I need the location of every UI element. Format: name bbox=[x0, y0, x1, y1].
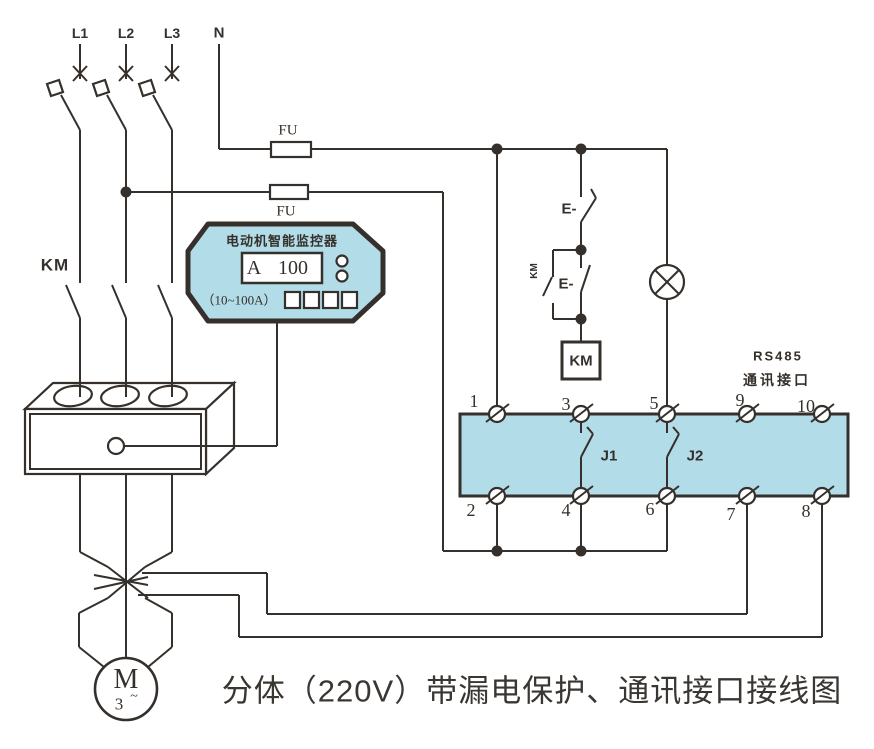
ct-output-port bbox=[106, 436, 126, 456]
label-j1: J1 bbox=[600, 447, 618, 465]
led-indicator bbox=[335, 269, 349, 283]
monitor-panel bbox=[185, 221, 386, 324]
current-transformer-box bbox=[22, 380, 237, 477]
km-aux-contact-symbol bbox=[542, 249, 581, 320]
motor-symbol bbox=[93, 656, 159, 722]
knife-switch-l1 bbox=[45, 78, 65, 98]
knife-switch-l3 bbox=[137, 78, 157, 98]
label-l3: L3 bbox=[163, 25, 181, 41]
km-main-contacts bbox=[65, 284, 173, 397]
led-indicator bbox=[335, 254, 349, 268]
terminal-number-7: 7 bbox=[726, 504, 736, 524]
start-button-symbol bbox=[580, 264, 591, 342]
terminal-6 bbox=[655, 485, 680, 506]
monitor-button bbox=[302, 290, 321, 310]
terminal-block bbox=[458, 403, 850, 506]
terminal-number-1: 1 bbox=[469, 391, 479, 411]
label-start-button: E- bbox=[558, 275, 574, 293]
terminal-number-8: 8 bbox=[801, 501, 811, 521]
terminal-number-3: 3 bbox=[561, 394, 571, 414]
label-km-main: KM bbox=[40, 255, 70, 275]
ct-hole bbox=[53, 384, 93, 408]
ct-hole bbox=[100, 384, 140, 408]
motor-phase-digit: 3 bbox=[114, 694, 124, 714]
ct-hole bbox=[148, 384, 188, 408]
supply-line-l3 bbox=[137, 44, 180, 283]
stop-button-symbol bbox=[580, 149, 597, 268]
label-n: N bbox=[213, 24, 225, 42]
monitor-range: （10~100A） bbox=[201, 292, 277, 308]
terminal-number-6: 6 bbox=[645, 499, 655, 519]
label-km-aux: KM bbox=[529, 263, 540, 279]
supply-line-l2 bbox=[91, 44, 134, 283]
terminal-number-10: 10 bbox=[797, 396, 815, 416]
terminal-5 bbox=[655, 403, 680, 424]
label-comm-port: 通讯接口 bbox=[743, 372, 811, 388]
motor-phase-wave: ~ bbox=[130, 689, 138, 704]
motor-letter: M bbox=[113, 664, 139, 695]
label-rs485: RS485 bbox=[753, 348, 803, 364]
monitor-display-value: 100 bbox=[278, 257, 308, 279]
terminal-7 bbox=[735, 485, 760, 506]
terminal-1 bbox=[485, 403, 510, 424]
relay-j2-contact bbox=[666, 414, 680, 496]
cable-twist bbox=[78, 474, 173, 668]
label-l2: L2 bbox=[117, 25, 135, 41]
terminal-number-5: 5 bbox=[649, 393, 659, 413]
supply-line-l1 bbox=[45, 44, 88, 283]
indicator-lamp-symbol bbox=[648, 263, 686, 301]
monitor-button bbox=[340, 290, 359, 310]
terminal-4 bbox=[569, 485, 594, 506]
diagram-caption: 分体（220V）带漏电保护、通讯接口接线图 bbox=[221, 673, 843, 709]
sensor-wire-terminal7 bbox=[142, 496, 748, 615]
relay-j1-contact bbox=[580, 414, 594, 496]
km-coil-symbol bbox=[560, 340, 602, 381]
label-j2: J2 bbox=[686, 447, 704, 465]
terminal-number-9: 9 bbox=[735, 390, 745, 410]
terminal-number-2: 2 bbox=[466, 500, 476, 520]
monitor-display bbox=[240, 251, 324, 285]
fuse-top-symbol bbox=[269, 140, 313, 159]
label-stop-button: E- bbox=[561, 200, 577, 218]
knife-switch-l2 bbox=[91, 78, 111, 98]
terminal-3 bbox=[569, 403, 594, 424]
terminal-9 bbox=[735, 403, 760, 424]
junction-dots bbox=[120, 143, 587, 557]
monitor-button bbox=[321, 290, 340, 310]
terminal-2 bbox=[485, 485, 510, 506]
label-l1: L1 bbox=[71, 25, 89, 41]
fuse-bottom-symbol bbox=[268, 183, 310, 201]
monitor-button bbox=[283, 290, 302, 310]
terminal-10 bbox=[810, 403, 835, 424]
monitor-title: 电动机智能监控器 bbox=[225, 233, 339, 249]
monitor-display-unit: A bbox=[246, 257, 262, 279]
label-km-coil: KM bbox=[569, 352, 593, 370]
terminal-number-4: 4 bbox=[561, 500, 571, 520]
label-fuse-bottom: FU bbox=[276, 203, 296, 220]
sensor-wire-terminal8 bbox=[138, 496, 823, 638]
label-fuse-top: FU bbox=[278, 122, 298, 139]
terminal-8 bbox=[810, 485, 835, 506]
